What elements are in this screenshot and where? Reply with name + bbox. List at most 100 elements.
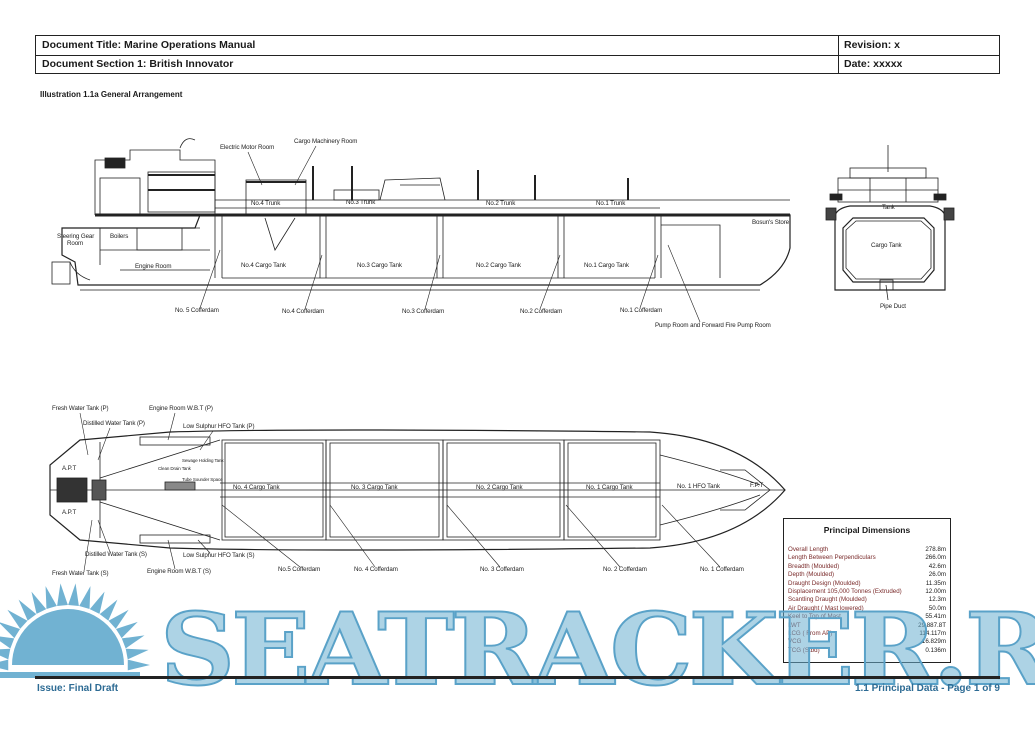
label-plan-no2-cofferdam: No. 2 Cofferdam	[603, 566, 647, 573]
label-no1-cargo-tank: No.1 Cargo Tank	[584, 262, 629, 269]
label-no5-cofferdam: No. 5 Cofferdam	[175, 307, 219, 314]
label-no3-cofferdam: No.3 Cofferdam	[402, 308, 445, 315]
dimension-value: 29,887.8T	[918, 621, 946, 629]
label-section-cargo-tank: Cargo Tank	[871, 242, 902, 249]
label-fresh-water-p: Fresh Water Tank (P)	[52, 405, 109, 412]
label-steering-gear-room: Room	[67, 240, 84, 247]
document-header: Document Title: Marine Operations Manual…	[35, 35, 1000, 74]
label-fresh-water-s: Fresh Water Tank (S)	[52, 570, 109, 577]
label-apt-s: A.P.T	[62, 509, 77, 516]
section-view	[825, 145, 955, 301]
label-plan-no1-cofferdam: No. 1 Cofferdam	[700, 566, 744, 573]
label-no4-cargo-tank: No.4 Cargo Tank	[241, 262, 286, 269]
dimension-label: TCG (Stbd)	[788, 646, 820, 654]
sun-ray	[125, 648, 149, 660]
sun-ray	[108, 609, 129, 629]
dimension-value: 50.0m	[928, 604, 946, 612]
plan-view	[49, 429, 786, 551]
label-no1-hfo-tank: No. 1 HFO Tank	[677, 483, 720, 490]
sun-ray	[68, 583, 79, 606]
dimension-value: 16.829m	[921, 638, 946, 646]
dimension-label: Length Between Perpendiculars	[788, 554, 876, 562]
principal-dimensions-title: Principal Dimensions	[823, 525, 911, 535]
label-no3-trunk: No.3 Trunk	[346, 199, 376, 206]
label-no2-cofferdam: No.2 Cofferdam	[520, 308, 563, 315]
dimension-label: Displacement 105,000 Tonnes (Extruded)	[788, 588, 902, 596]
watermark-sun-logo	[0, 583, 150, 678]
label-electric-motor-room: Electric Motor Room	[220, 144, 275, 151]
dimension-row: Scantling Draught (Moulded)12.3m	[788, 596, 946, 604]
sun-ray	[99, 599, 118, 621]
sun-ray	[0, 622, 21, 639]
label-plan-no3-tank: No. 3 Cargo Tank	[351, 484, 398, 491]
sun-ray	[0, 636, 15, 649]
label-er-wbt-s: Engine Room W.B.T (S)	[147, 568, 211, 575]
label-no1-trunk: No.1 Trunk	[596, 200, 626, 207]
sun-ray	[127, 659, 150, 671]
dimension-row: Depth (Moulded)26.0m	[788, 571, 946, 579]
dimension-value: 12.00m	[925, 588, 946, 596]
revision: Revision: x	[844, 39, 901, 51]
dimension-value: 55.41m	[925, 613, 946, 621]
dimension-label: LWT	[788, 621, 801, 629]
dimension-row: Air Draught ( Mast lowered) 50.0m	[788, 605, 946, 613]
sun-ray	[79, 586, 91, 609]
footer-issue: Issue: Final Draft	[37, 683, 119, 694]
watermark-text: SEATRACKER.RU	[159, 591, 1035, 708]
footer-page: 1.1 Principal Data - Page 1 of 9	[854, 683, 1000, 694]
label-sewage-tank: Sewage Holding Tank	[182, 458, 224, 463]
label-plan-no5-cofferdam: No.5 Cofferdam	[278, 566, 321, 573]
sun-ray	[0, 648, 11, 660]
sun-ray	[89, 591, 105, 614]
header-divider	[838, 36, 839, 73]
dimension-row: Breadth (Moulded)42.6m	[788, 563, 946, 571]
label-ls-hfo-s: Low Sulphur HFO Tank (S)	[183, 552, 255, 559]
label-no2-cargo-tank: No.2 Cargo Tank	[476, 262, 521, 269]
label-plan-no3-cofferdam: No. 3 Cofferdam	[480, 566, 524, 573]
profile-view	[51, 138, 791, 291]
dimension-value: 0.136m	[925, 646, 946, 654]
document-section: Document Section 1: British Innovator	[42, 58, 234, 70]
sun-ray	[31, 591, 47, 614]
label-boilers: Boilers	[110, 233, 129, 240]
sun-ray	[121, 635, 145, 649]
label-plan-no1-tank: No. 1 Cargo Tank	[586, 484, 633, 491]
dimension-row: Displacement 105,000 Tonnes (Extruded) 12…	[788, 588, 946, 596]
label-bosuns-store: Bosun's Store	[752, 219, 790, 226]
dimension-label: Draught Design (Moulded)	[788, 579, 861, 587]
label-apt-p: A.P.T	[62, 465, 77, 472]
leader-lines	[79, 145, 721, 572]
label-cargo-machinery-room: Cargo Machinery Room	[294, 138, 358, 145]
label-no4-cofferdam: No.4 Cofferdam	[282, 308, 325, 315]
footer-rule	[35, 676, 1000, 679]
label-pump-room: Pump Room and Forward Fire Pump Room	[655, 322, 771, 329]
sun-ray	[0, 659, 9, 671]
dimension-value: 26.0m	[928, 571, 946, 579]
label-engine-room: Engine Room	[135, 263, 172, 270]
label-no2-trunk: No.2 Trunk	[486, 200, 516, 207]
label-distilled-water-p: Distilled Water Tank (P)	[83, 420, 145, 427]
dimension-value: 11.35m	[925, 579, 946, 587]
header-row-1: Document Title: Marine Operations Manual…	[36, 36, 999, 56]
dimension-row: Draught Design (Moulded) 11.35m	[788, 580, 946, 588]
label-no3-cargo-tank: No.3 Cargo Tank	[357, 262, 402, 269]
sun-ray	[45, 586, 57, 609]
label-distilled-water-s: Distilled Water Tank (S)	[85, 551, 147, 558]
dimension-label: Overall Length	[788, 546, 829, 553]
date: Date: xxxxx	[844, 58, 903, 70]
dimension-row: LWT 29,887.8T	[788, 622, 946, 630]
label-tube-sounder: Tube Sounder Space	[182, 477, 223, 482]
dimension-label: LCG ( From AP)	[788, 630, 833, 638]
label-plan-no4-tank: No. 4 Cargo Tank	[233, 484, 280, 491]
dimension-label: VCG	[788, 638, 802, 646]
sun-ray	[57, 583, 68, 606]
label-clean-drain-tank: Clean Drain Tank	[158, 466, 191, 471]
sun-ray	[18, 599, 37, 621]
dimension-label: Air Draught ( Mast lowered)	[788, 604, 864, 612]
